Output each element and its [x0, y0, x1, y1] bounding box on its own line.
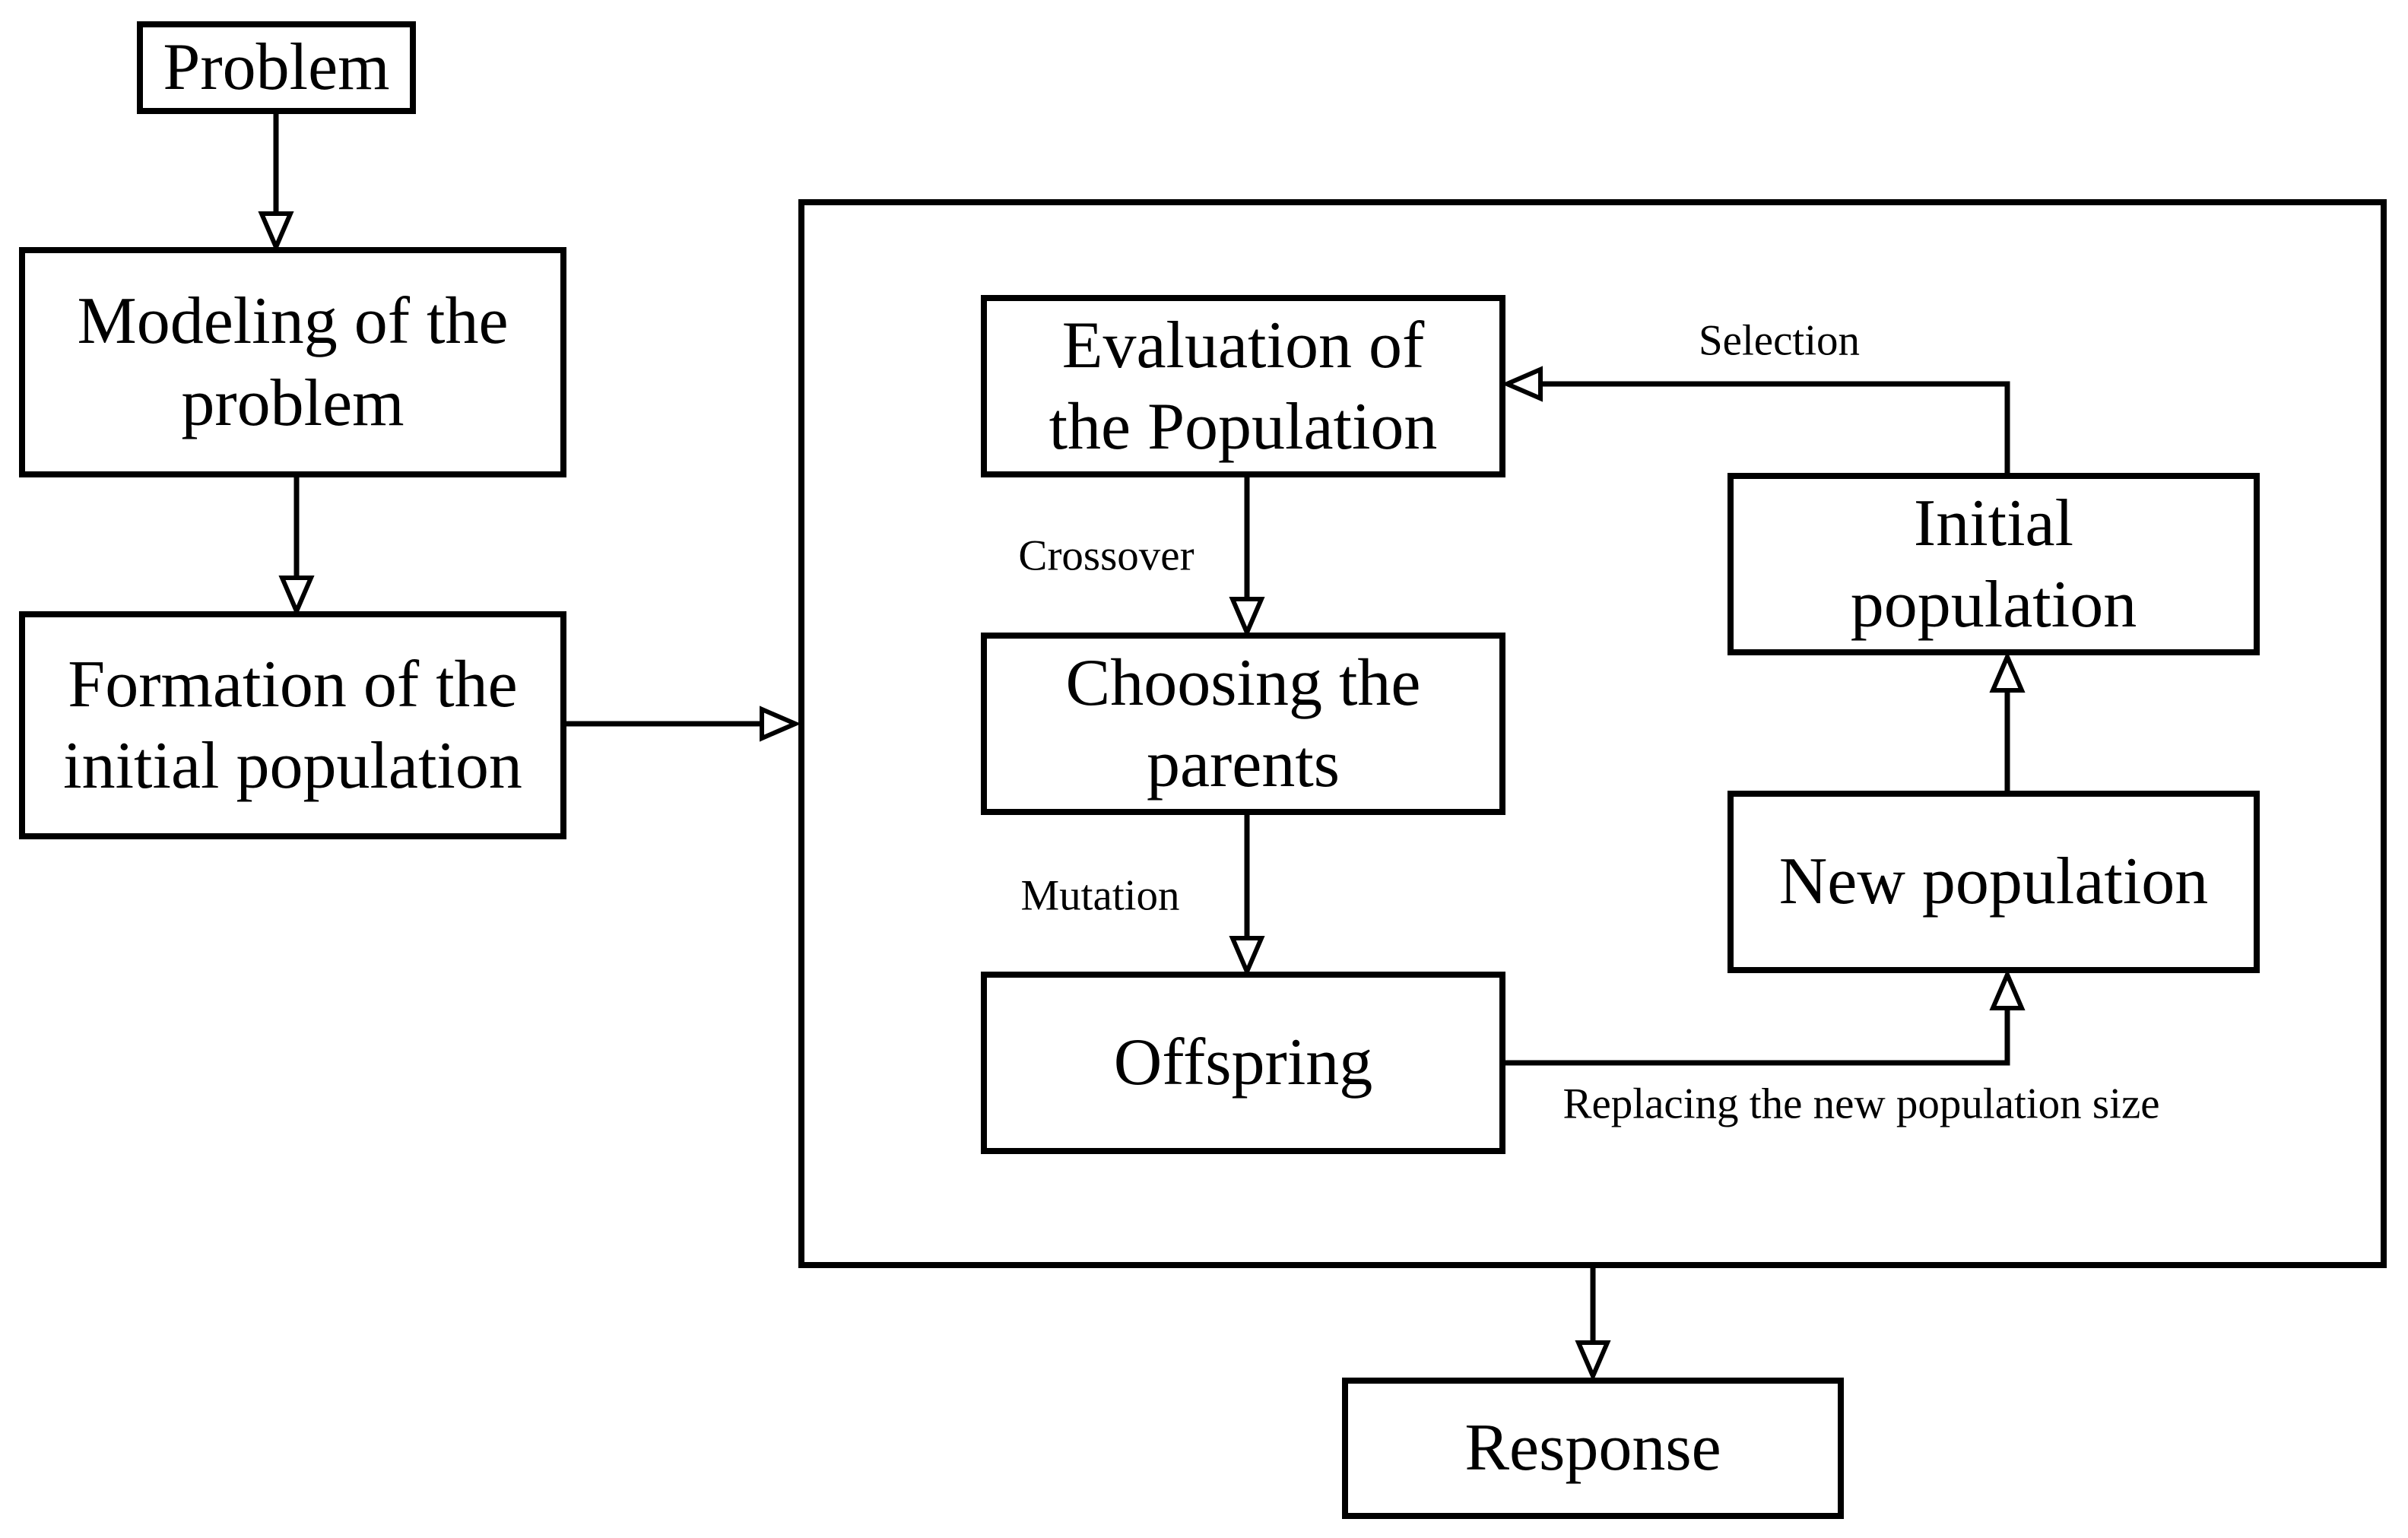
node-offspring: Offspring: [981, 972, 1505, 1154]
loop-container-frame: [798, 199, 2387, 1268]
node-new-population-label: New population: [1778, 845, 2209, 919]
node-modeling-line1: Modeling of the: [77, 284, 509, 359]
node-initial-population-line2: population: [1850, 568, 2137, 642]
node-formation-line2: initial population: [63, 729, 522, 803]
edge-offspring-to-newpopulation: [1503, 1008, 2010, 1066]
arrowhead-up: [1989, 651, 2026, 693]
node-evaluation-line2: the Population: [1049, 390, 1438, 464]
arrowhead-left: [1501, 366, 1543, 402]
node-problem: Problem: [137, 21, 416, 114]
edge-initialpopulation-to-evaluation: [1540, 381, 2010, 473]
node-evaluation-line1: Evaluation of: [1061, 308, 1425, 382]
arrowhead-down: [278, 576, 315, 617]
node-initial-population: Initial population: [1727, 473, 2260, 655]
node-formation-line1: Formation of the: [68, 647, 518, 721]
node-modeling-of-the-problem: Modeling of the problem: [19, 247, 566, 477]
arrowhead-down: [1229, 936, 1265, 978]
node-evaluation-of-population: Evaluation of the Population: [981, 295, 1505, 477]
edge-label-crossover: Crossover: [1018, 531, 1194, 580]
node-choosing-line2: parents: [1146, 728, 1340, 801]
node-choosing-the-parents: Choosing the parents: [981, 633, 1505, 815]
node-response-label: Response: [1464, 1411, 1721, 1486]
arrowhead-down: [1575, 1340, 1611, 1382]
edge-label-replacing-new-population-size: Replacing the new population size: [1563, 1080, 2160, 1128]
arrowhead-down: [258, 211, 294, 253]
edge-label-selection: Selection: [1698, 316, 1861, 365]
arrowhead-down: [1229, 597, 1265, 639]
node-new-population: New population: [1727, 791, 2260, 973]
node-offspring-label: Offspring: [1113, 1026, 1373, 1100]
edge-label-mutation: Mutation: [1020, 871, 1180, 920]
node-modeling-line2: problem: [181, 366, 405, 440]
node-initial-population-line1: Initial: [1913, 486, 2074, 560]
node-formation-of-initial-population: Formation of the initial population: [19, 611, 566, 839]
arrowhead-up: [1989, 969, 2026, 1010]
node-problem-label: Problem: [163, 30, 390, 105]
node-response: Response: [1342, 1378, 1844, 1519]
node-choosing-line1: Choosing the: [1065, 645, 1421, 720]
arrowhead-right: [760, 706, 801, 742]
